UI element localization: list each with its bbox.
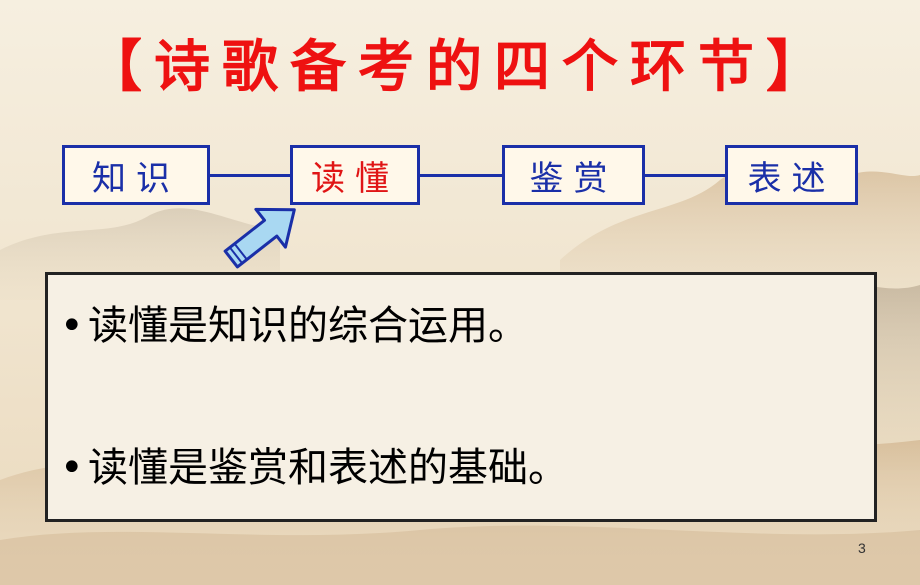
flow-step-understanding: 读懂: [290, 145, 420, 205]
flow-step-expression: 表述: [725, 145, 858, 205]
page-number: 3: [858, 540, 866, 556]
pointer-arrow-icon: [223, 207, 296, 269]
flow-step-label: 读懂: [311, 158, 399, 199]
flow-step-appreciation: 鉴赏: [502, 145, 645, 205]
bullet-dot: •: [60, 303, 84, 349]
bullet-text: 读懂是鉴赏和表述的基础。: [88, 445, 568, 491]
slide-title: 【诗歌备考的四个环节】: [86, 35, 834, 100]
flow-step-label: 鉴赏: [529, 158, 618, 199]
bullet-item: •读懂是知识的综合运用。: [60, 293, 528, 351]
bullet-item: •读懂是鉴赏和表述的基础。: [60, 435, 568, 493]
flow-step-label: 知识: [92, 158, 180, 199]
flow-connector: [210, 174, 290, 177]
bullet-dot: •: [60, 445, 84, 491]
flow-connector: [645, 174, 725, 177]
flow-step-knowledge: 知识: [62, 145, 210, 205]
flow-step-label: 表述: [747, 158, 836, 199]
content-panel: •读懂是知识的综合运用。 •读懂是鉴赏和表述的基础。: [45, 272, 877, 522]
flow-connector: [420, 174, 502, 177]
bullet-text: 读懂是知识的综合运用。: [88, 303, 528, 349]
